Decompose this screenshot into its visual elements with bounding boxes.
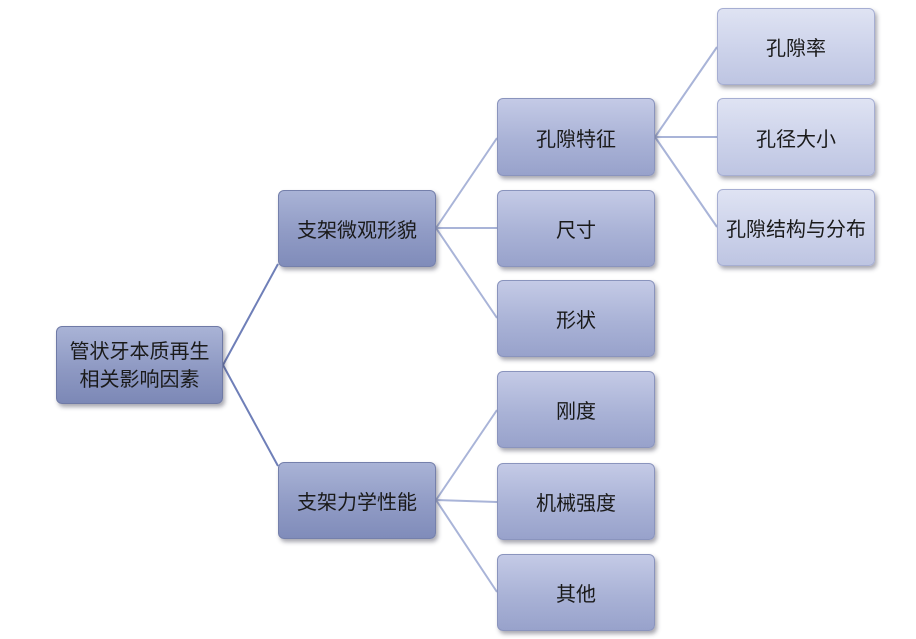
node-root-line1: 管状牙本质再生 <box>69 339 210 363</box>
connector-morphology-shape <box>435 227 498 319</box>
node-pore-structure-label: 孔隙结构与分布 <box>726 217 866 241</box>
node-pore-size-label: 孔径大小 <box>756 126 836 151</box>
node-porosity: 孔隙率 <box>717 8 875 85</box>
connector-root-mechanics <box>222 364 279 467</box>
node-pore-size: 孔径大小 <box>717 98 875 176</box>
connector-mechanics-strength <box>435 499 498 503</box>
connector-root-morphology <box>222 263 279 366</box>
connector-mechanics-others <box>435 499 498 593</box>
node-mechanical-strength-label: 机械强度 <box>536 491 616 515</box>
connector-pore-porosity <box>654 46 718 138</box>
connector-morphology-pore-features <box>435 137 498 229</box>
node-porosity-label: 孔隙率 <box>766 36 826 60</box>
node-shape: 形状 <box>497 280 655 357</box>
node-stiffness: 刚度 <box>497 371 655 448</box>
node-scaffold-mechanics: 支架力学性能 <box>278 462 436 539</box>
connector-mechanics-stiffness <box>435 409 498 501</box>
node-scaffold-mechanics-label: 支架力学性能 <box>297 490 417 514</box>
node-others-label: 其他 <box>556 582 596 606</box>
node-size-label: 尺寸 <box>556 218 596 242</box>
node-scaffold-morphology-label: 支架微观形貌 <box>297 218 417 242</box>
node-others: 其他 <box>497 554 655 631</box>
node-size: 尺寸 <box>497 190 655 267</box>
node-root: 管状牙本质再生 相关影响因素 <box>56 326 223 404</box>
node-stiffness-label: 刚度 <box>556 399 596 423</box>
node-shape-label: 形状 <box>556 308 596 332</box>
connector-pore-structure <box>654 136 718 228</box>
node-root-line2: 相关影响因素 <box>79 367 200 391</box>
node-scaffold-morphology: 支架微观形貌 <box>278 190 436 267</box>
node-pore-features: 孔隙特征 <box>497 98 655 176</box>
node-mechanical-strength: 机械强度 <box>497 463 655 540</box>
node-pore-features-label: 孔隙特征 <box>536 126 616 151</box>
node-pore-structure: 孔隙结构与分布 <box>717 189 875 266</box>
